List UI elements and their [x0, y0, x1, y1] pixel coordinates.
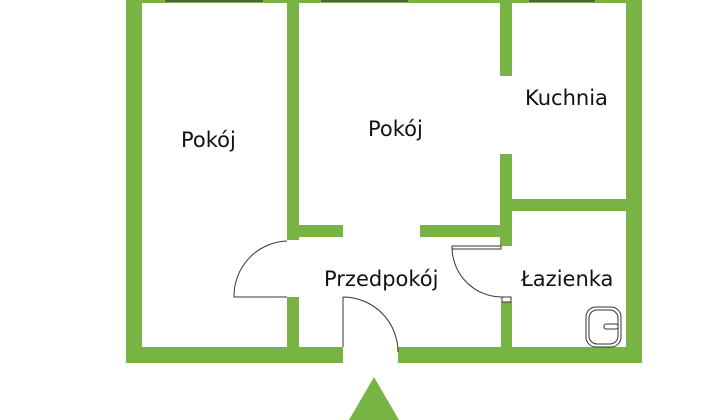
wall-hall-top-left	[287, 225, 343, 237]
wall-hall-top-right	[420, 225, 512, 237]
room-label-przedpokoj: Przedpokój	[324, 267, 439, 291]
wall-partition-1-top	[287, 0, 299, 240]
wall-right	[626, 0, 642, 363]
wall-partition-1-bottom	[287, 297, 299, 353]
wall-bathroom-left	[501, 302, 512, 352]
wall-bathroom-top	[500, 199, 642, 211]
room-label-pokoj-left: Pokój	[181, 128, 236, 152]
toilet-icon	[585, 306, 622, 348]
wall-bottom-right	[398, 347, 642, 363]
room-label-lazienka: Łazienka	[521, 267, 614, 291]
wall-kitchen-top	[500, 0, 512, 76]
room-label-pokoj-center: Pokój	[368, 117, 423, 141]
wall-left	[126, 0, 142, 363]
entrance-arrow-icon	[349, 377, 399, 420]
room-label-kuchnia: Kuchnia	[525, 86, 608, 110]
